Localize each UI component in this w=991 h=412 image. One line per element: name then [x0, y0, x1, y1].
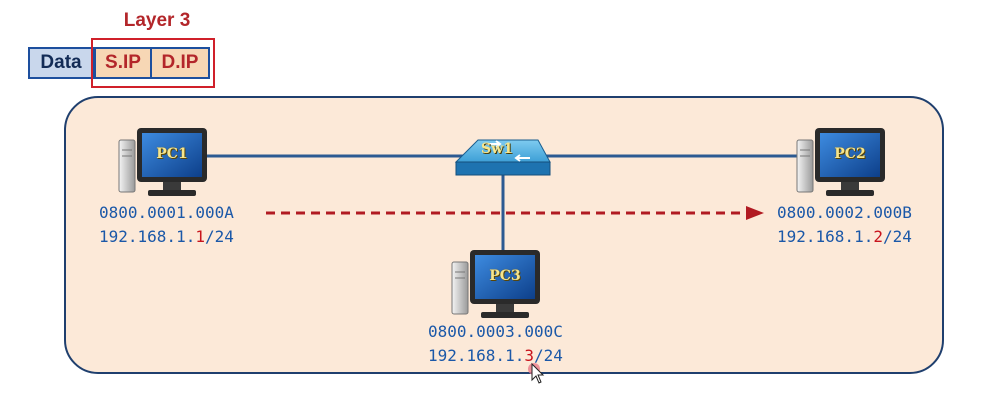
switch-sw1-label: Sw1	[481, 141, 513, 157]
pc2-mac-address: 0800.0002.000B	[777, 203, 912, 222]
pc1-computer-icon	[118, 128, 207, 196]
pc3-mac-address: 0800.0003.000C	[428, 322, 563, 341]
layer3-highlight-frame	[91, 38, 215, 88]
header-field-destination-ip: D.IP	[152, 47, 210, 79]
pc2-ip-address: 192.168.1.2/24	[777, 227, 912, 246]
mouse-cursor-icon	[528, 362, 545, 384]
header-field-data: Data	[28, 47, 94, 79]
pc2-computer-icon	[796, 128, 885, 196]
pc3-ip-address: 192.168.1.3/24	[428, 346, 563, 365]
header-field-source-ip: S.IP	[94, 47, 152, 79]
pc1-label: PC1	[156, 146, 188, 162]
layer-title: Layer 3	[123, 10, 191, 31]
pc3-computer-icon	[451, 250, 540, 318]
pc1-ip-address: 192.168.1.1/24	[99, 227, 234, 246]
traffic-arrow-head	[746, 206, 764, 220]
pc2-label: PC2	[834, 146, 866, 162]
pc1-mac-address: 0800.0001.000A	[99, 203, 234, 222]
pc3-label: PC3	[489, 268, 521, 284]
switch-sw1-icon	[454, 139, 551, 176]
